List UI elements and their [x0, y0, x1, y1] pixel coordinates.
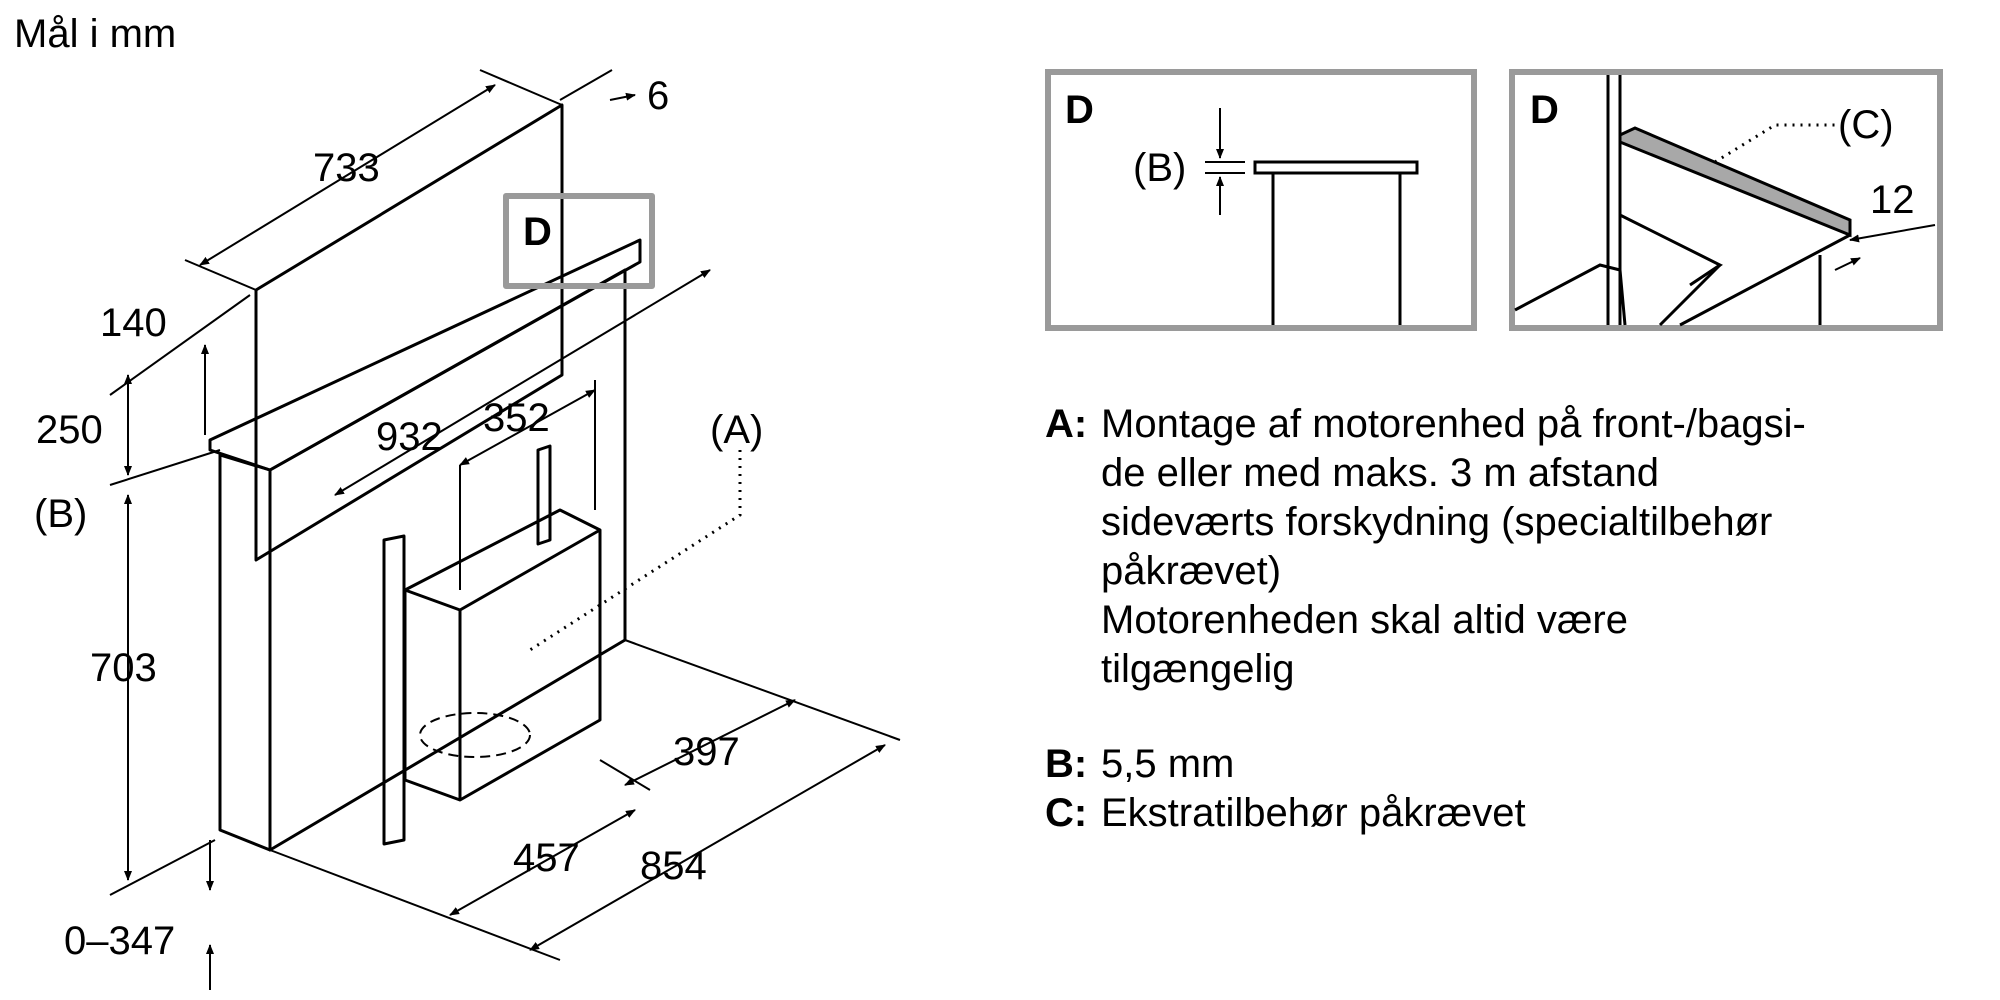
body-side — [218, 453, 272, 852]
legend-text: Montage af motorenhed på front-/bagsi- d… — [1101, 400, 1945, 694]
dim-width-unit: 932 — [376, 415, 443, 459]
legend-line: Montage af motorenhed på front-/bagsi- — [1101, 402, 1806, 446]
dim-height-upper: 250 — [36, 408, 103, 452]
legend-line: tilgængelig — [1101, 647, 1295, 691]
legend-key: B: — [1045, 742, 1088, 786]
detail-marker-main: D — [523, 210, 552, 254]
duct-pipe-rear — [536, 444, 552, 546]
legend-key: C: — [1045, 791, 1088, 835]
legend-line: 5,5 mm — [1101, 742, 1235, 786]
legend-line: sideværts forskydning (specialtilbehør — [1101, 500, 1773, 544]
dim-total-depth: 854 — [640, 844, 707, 888]
detail-box-right — [1509, 69, 1943, 331]
legend-line: Motorenheden skal altid være — [1101, 598, 1628, 642]
legend-item-b: B: 5,5 mm — [1045, 740, 1945, 789]
detail-right-title: D — [1530, 88, 1559, 132]
motor-unit — [403, 508, 602, 802]
page-title: Mål i mm — [14, 12, 177, 56]
detail-right-dimension: 12 — [1870, 178, 1915, 222]
dim-width-top: 733 — [313, 146, 380, 190]
legend-item-c: C: Ekstratilbehør påkrævet — [1045, 789, 1945, 838]
appliance-outline — [208, 103, 655, 852]
fan-opening — [419, 712, 531, 758]
dim-motor-depth: 457 — [513, 836, 580, 880]
legend: A: Montage af motorenhed på front-/bagsi… — [1045, 400, 1945, 838]
legend-key: A: — [1045, 402, 1088, 446]
label-a: (A) — [710, 408, 764, 452]
dim-depth-front: 140 — [100, 301, 167, 345]
dim-label-b: (B) — [34, 492, 88, 536]
detail-left-label-b: (B) — [1133, 146, 1187, 190]
detail-box-left — [1045, 69, 1477, 331]
leader-c — [1714, 123, 1835, 164]
dim-motor-width: 397 — [673, 730, 740, 774]
dimension-lines — [109, 69, 901, 990]
leader-a — [529, 450, 742, 652]
detail-right-label-c: (C) — [1838, 103, 1894, 147]
dim-thickness: 6 — [647, 74, 670, 118]
body-front — [268, 268, 627, 852]
detail-left-title: D — [1065, 88, 1094, 132]
dim-offset-range: 0–347 — [64, 919, 176, 963]
legend-item-a: A: Montage af motorenhed på front-/bagsi… — [1045, 400, 1945, 694]
legend-line: Ekstratilbehør påkrævet — [1101, 791, 1526, 835]
legend-line: de eller med maks. 3 m afstand — [1101, 451, 1660, 495]
dim-height-main: 703 — [90, 646, 157, 690]
legend-line: påkrævet) — [1101, 549, 1282, 593]
dim-unit-depth: 352 — [483, 396, 550, 440]
duct-pipe — [382, 534, 406, 846]
